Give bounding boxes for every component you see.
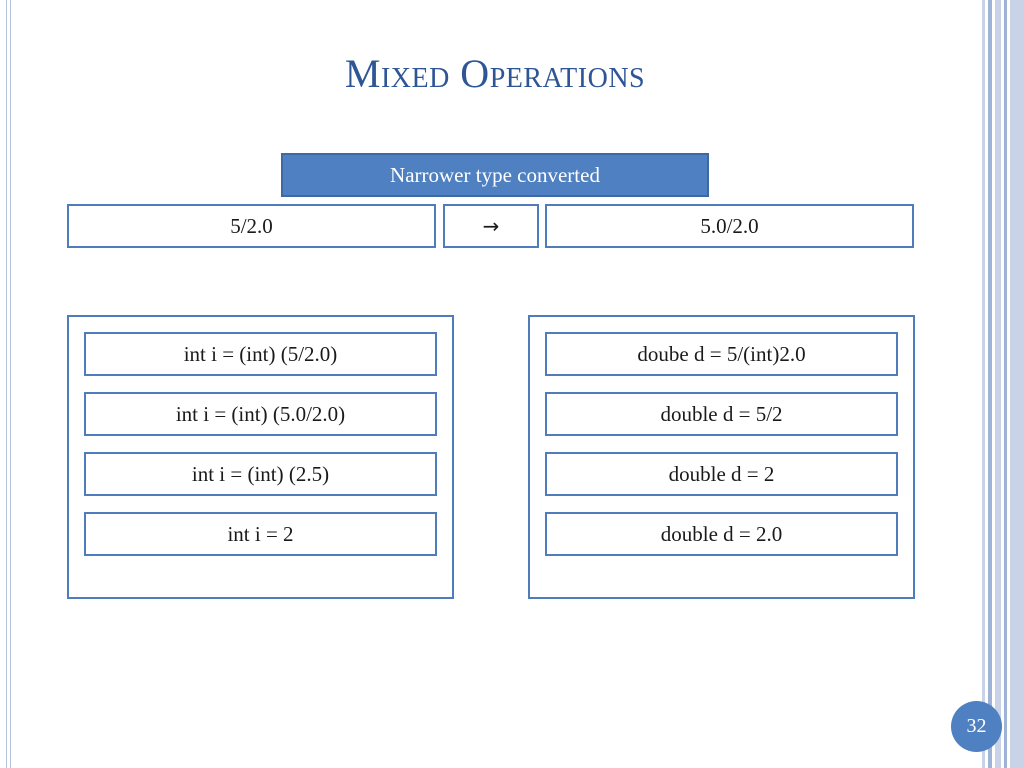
conversion-arrow-box: → bbox=[443, 204, 539, 248]
right-stripe bbox=[988, 0, 992, 768]
right-stripe bbox=[1010, 0, 1024, 768]
int-example-line: int i = (int) (2.5) bbox=[84, 452, 437, 496]
conversion-from-box: 5/2.0 bbox=[67, 204, 436, 248]
double-example-line-text: doube d = 5/(int)2.0 bbox=[637, 341, 806, 366]
double-example-line-text: double d = 2.0 bbox=[660, 521, 783, 546]
right-stripe bbox=[995, 0, 1001, 768]
int-example-line-text: int i = (int) (5.0/2.0) bbox=[175, 401, 346, 426]
left-edge-line bbox=[10, 0, 11, 768]
arrow-right-icon: → bbox=[482, 214, 500, 238]
conversion-from-text: 5/2.0 bbox=[230, 213, 273, 238]
double-example-line: doube d = 5/(int)2.0 bbox=[545, 332, 898, 376]
double-example-line-text: double d = 2 bbox=[668, 461, 775, 486]
int-example-line: int i = 2 bbox=[84, 512, 437, 556]
int-example-line-text: int i = 2 bbox=[227, 521, 294, 546]
int-example-line: int i = (int) (5.0/2.0) bbox=[84, 392, 437, 436]
int-example-line-text: int i = (int) (2.5) bbox=[191, 461, 330, 486]
page-number-badge: 32 bbox=[951, 701, 1002, 752]
right-stripe bbox=[1004, 0, 1007, 768]
conversion-to-text: 5.0/2.0 bbox=[700, 213, 759, 238]
conversion-to-box: 5.0/2.0 bbox=[545, 204, 914, 248]
page-number: 32 bbox=[966, 715, 987, 737]
right-stripe bbox=[982, 0, 985, 768]
slide-title: Mixed Operations bbox=[344, 51, 646, 96]
double-example-line: double d = 5/2 bbox=[545, 392, 898, 436]
double-example-line: double d = 2 bbox=[545, 452, 898, 496]
narrower-type-header-label: Narrower type converted bbox=[390, 162, 600, 187]
left-edge-line bbox=[6, 0, 7, 768]
int-example-line: int i = (int) (5/2.0) bbox=[84, 332, 437, 376]
narrower-type-header: Narrower type converted bbox=[281, 153, 709, 197]
double-example-line-text: double d = 5/2 bbox=[660, 401, 783, 426]
double-example-line: double d = 2.0 bbox=[545, 512, 898, 556]
int-example-line-text: int i = (int) (5/2.0) bbox=[183, 341, 338, 366]
